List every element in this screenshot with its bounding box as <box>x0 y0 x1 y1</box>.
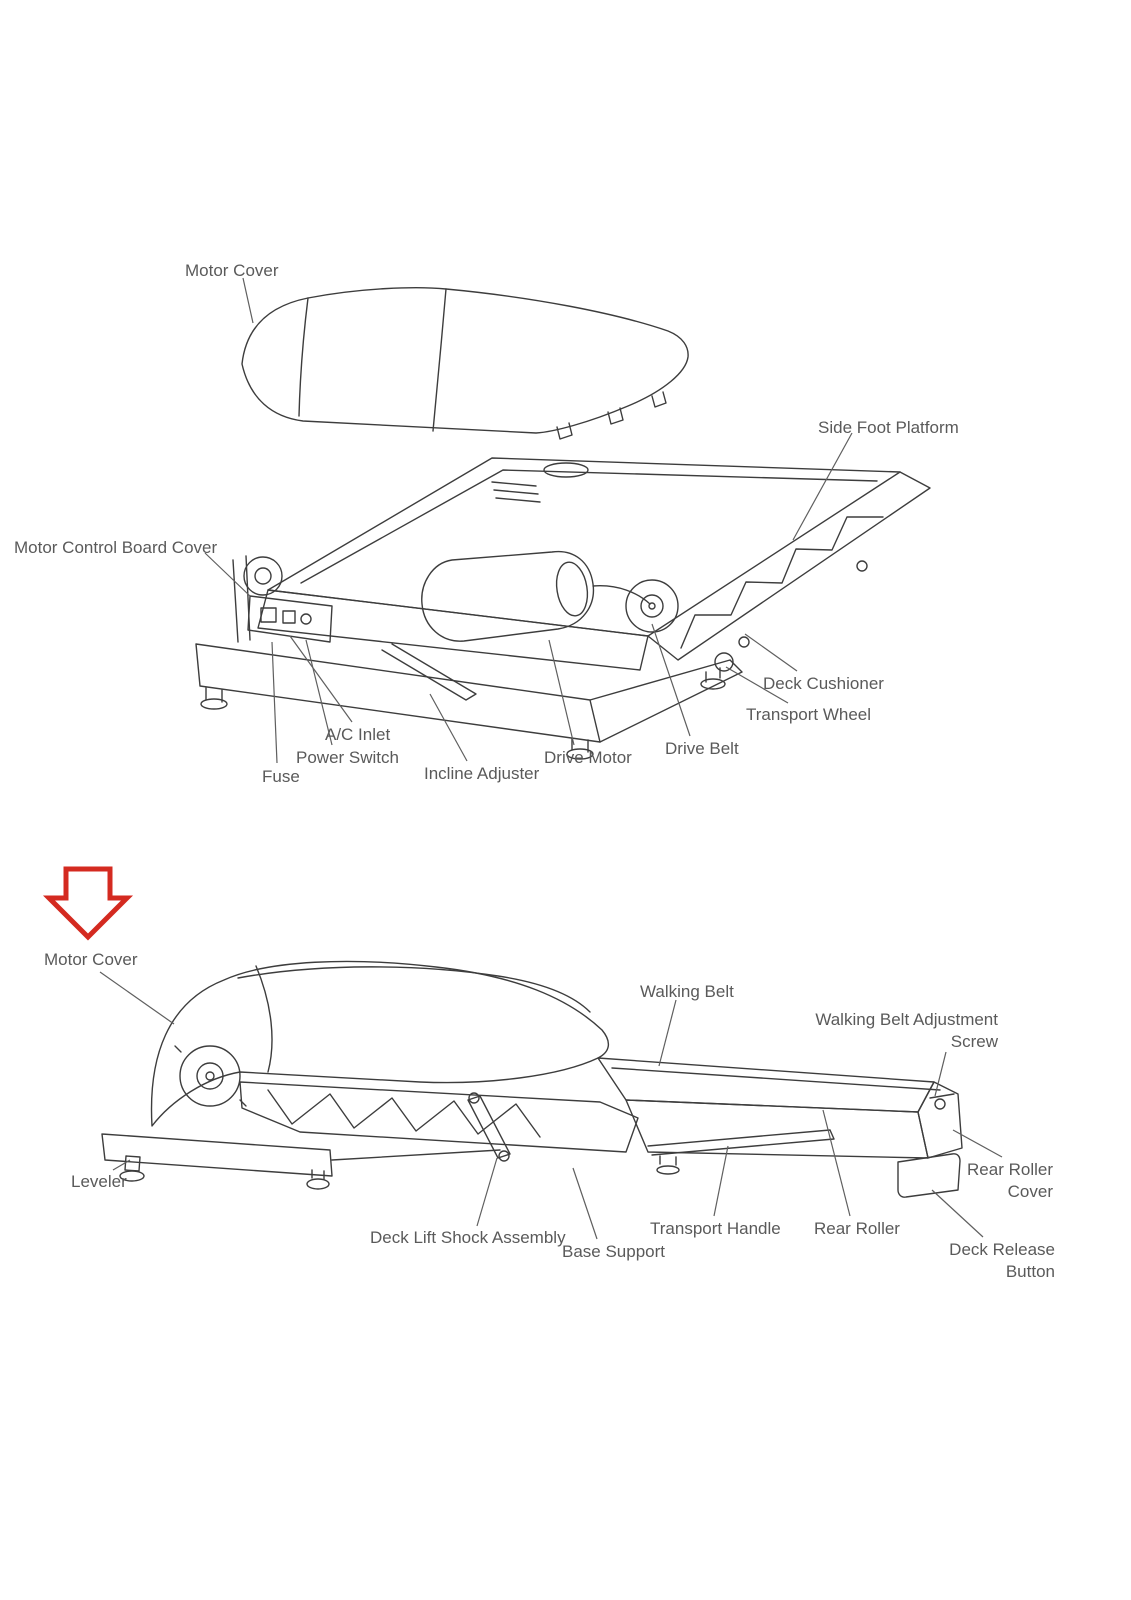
label-walking-belt-adjustment-screw: Walking Belt Adjustment Screw <box>808 1009 998 1053</box>
drive-motor-drawing <box>421 550 679 642</box>
red-down-arrow-icon <box>42 866 134 941</box>
label-base-support: Base Support <box>562 1242 666 1261</box>
top-exploded-view-art <box>195 287 931 760</box>
label-power-switch: Power Switch <box>296 748 399 767</box>
deck-drawing <box>257 457 931 671</box>
bottom-assembled-view-art <box>101 960 963 1198</box>
label-motor-control-board-cover: Motor Control Board Cover <box>14 538 218 557</box>
label-transport-handle: Transport Handle <box>650 1219 781 1238</box>
label-drive-motor: Drive Motor <box>544 748 632 767</box>
label-deck-release-button-line2: Button <box>1005 1262 1055 1282</box>
label-motor-cover-top: Motor Cover <box>185 261 279 280</box>
assembled-motor-cover-drawing <box>150 960 609 1127</box>
side-rail-drawing <box>239 1081 639 1153</box>
label-walking-belt-adjustment-screw-line1: Walking Belt Adjustment <box>815 1010 998 1029</box>
label-rear-roller-cover-line2: Cover <box>1007 1182 1053 1202</box>
base-frame-drawing <box>195 643 743 760</box>
label-ac-inlet: A/C Inlet <box>325 725 391 744</box>
transport-handle-drawing <box>647 1129 835 1156</box>
label-rear-roller: Rear Roller <box>814 1219 900 1238</box>
label-motor-cover-bottom: Motor Cover <box>44 950 138 969</box>
label-incline-adjuster: Incline Adjuster <box>424 764 540 783</box>
label-deck-release-button-line1: Deck Release <box>949 1240 1055 1259</box>
label-leveler: Leveler <box>71 1172 127 1191</box>
label-transport-wheel: Transport Wheel <box>746 705 872 724</box>
walking-deck-drawing <box>597 1057 963 1159</box>
assembled-base-frame-drawing <box>101 1092 680 1190</box>
label-walking-belt-adjustment-screw-line2: Screw <box>950 1032 998 1052</box>
top-leader-lines <box>204 277 853 764</box>
label-deck-lift-shock-assembly: Deck Lift Shock Assembly <box>370 1228 566 1247</box>
label-drive-belt: Drive Belt <box>665 739 739 758</box>
rear-roller-cover-drawing <box>897 1093 961 1198</box>
bottom-leader-lines <box>99 971 1003 1240</box>
label-fuse: Fuse <box>262 767 300 786</box>
label-walking-belt: Walking Belt <box>640 982 734 1001</box>
control-board-drawing <box>232 555 333 643</box>
label-deck-cushioner: Deck Cushioner <box>763 674 884 693</box>
motor-cover-drawing <box>241 287 689 440</box>
label-rear-roller-cover-line1: Rear Roller <box>967 1160 1053 1179</box>
label-side-foot-platform: Side Foot Platform <box>818 418 959 437</box>
label-rear-roller-cover: Rear Roller Cover <box>953 1159 1053 1203</box>
label-deck-release-button: Deck Release Button <box>933 1239 1055 1283</box>
